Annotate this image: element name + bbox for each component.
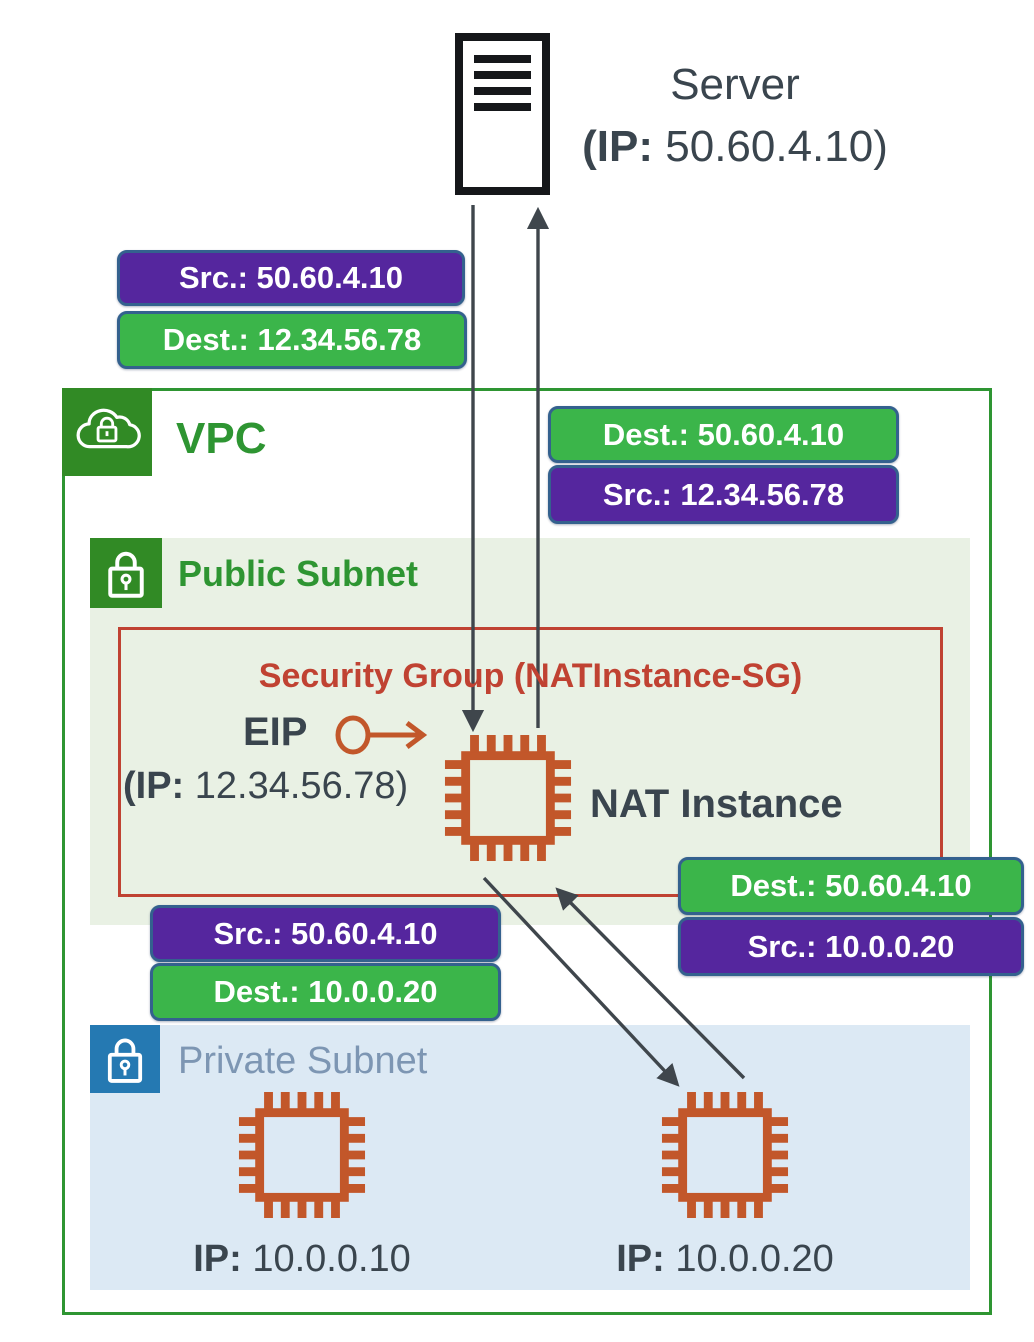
private-subnet-lock-icon [90,1025,160,1093]
pill-dest-internet-down: Dest.: 12.34.56.78 [117,311,467,369]
security-group-title: Security Group (NATInstance-SG) [258,657,803,695]
server-ip: (IP: 50.60.4.10) [582,122,888,171]
pill-src-vpc-top: Src.: 12.34.56.78 [548,465,899,524]
pill-src-nat-left: Src.: 50.60.4.10 [150,905,501,962]
server-label: Server [670,60,800,109]
pill-src-nat-right: Src.: 10.0.0.20 [678,917,1024,976]
server-icon-bar [474,87,531,95]
server-icon-bar [474,55,531,63]
server-icon-bar [474,71,531,79]
eip-ip: (IP: 12.34.56.78) [123,765,409,807]
pill-dest-nat-left: Dest.: 10.0.0.20 [150,963,501,1021]
private-instance-1-ip: IP: 10.0.0.10 [193,1238,411,1280]
nat-instance-chip-icon [443,733,573,863]
private-instance-1-chip-icon [237,1090,367,1220]
eip-icon [335,715,428,755]
nat-instance-label: NAT Instance [590,782,843,826]
pill-src-internet-down: Src.: 50.60.4.10 [117,250,465,306]
eip-label: EIP [243,710,308,754]
private-subnet-label: Private Subnet [178,1040,428,1082]
pill-dest-vpc-top: Dest.: 50.60.4.10 [548,406,899,463]
vpc-label: VPC [176,414,267,463]
private-instance-2-ip: IP: 10.0.0.20 [616,1238,834,1280]
pill-dest-nat-right: Dest.: 50.60.4.10 [678,857,1024,915]
vpc-cloud-lock-icon [62,388,152,476]
public-subnet-lock-icon [90,538,162,608]
public-subnet-label: Public Subnet [178,553,419,594]
server-icon [455,33,550,195]
server-icon-bar [474,103,531,111]
private-instance-2-chip-icon [660,1090,790,1220]
